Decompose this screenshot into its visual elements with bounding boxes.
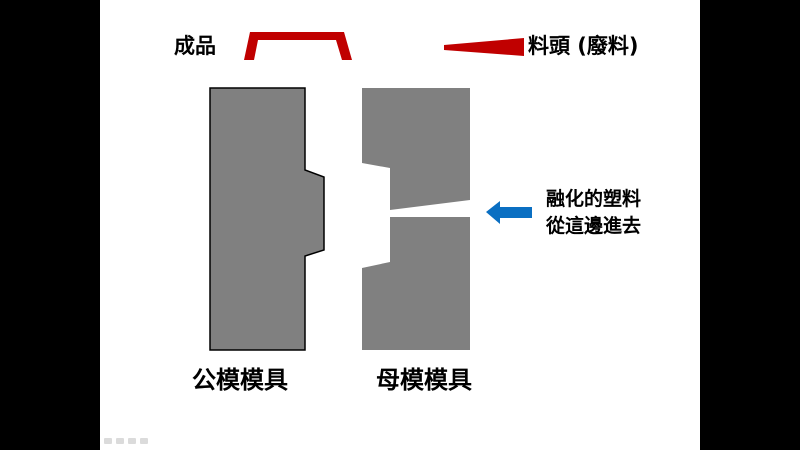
product-label: 成品: [174, 34, 216, 58]
scrap-label: 料頭 (廢料): [528, 34, 639, 58]
melted-plastic-label-line2: 從這邊進去: [546, 215, 642, 237]
slideshow-toolbar[interactable]: [104, 436, 148, 446]
injection-mold-diagram: [209, 32, 532, 351]
next-slide-icon[interactable]: [140, 438, 148, 444]
pen-icon[interactable]: [116, 438, 124, 444]
arrow-left-icon: [486, 201, 532, 224]
male-mold-shape: [209, 87, 325, 351]
male-mold-label: 公模模具: [192, 366, 288, 394]
slide-canvas: 成品 料頭 (廢料) 融化的塑料 從這邊進去 公模模具 母模模具: [100, 0, 700, 450]
slide-menu-icon[interactable]: [128, 438, 136, 444]
female-mold-label: 母模模具: [376, 366, 472, 394]
female-mold-lower-shape: [362, 217, 470, 350]
melted-plastic-label: 融化的塑料 從這邊進去: [546, 186, 641, 240]
previous-slide-icon[interactable]: [104, 438, 112, 444]
melted-plastic-label-line1: 融化的塑料: [546, 188, 642, 210]
product-shape: [244, 32, 352, 60]
scrap-runner-shape: [444, 38, 524, 56]
female-mold-upper-shape: [362, 88, 470, 210]
